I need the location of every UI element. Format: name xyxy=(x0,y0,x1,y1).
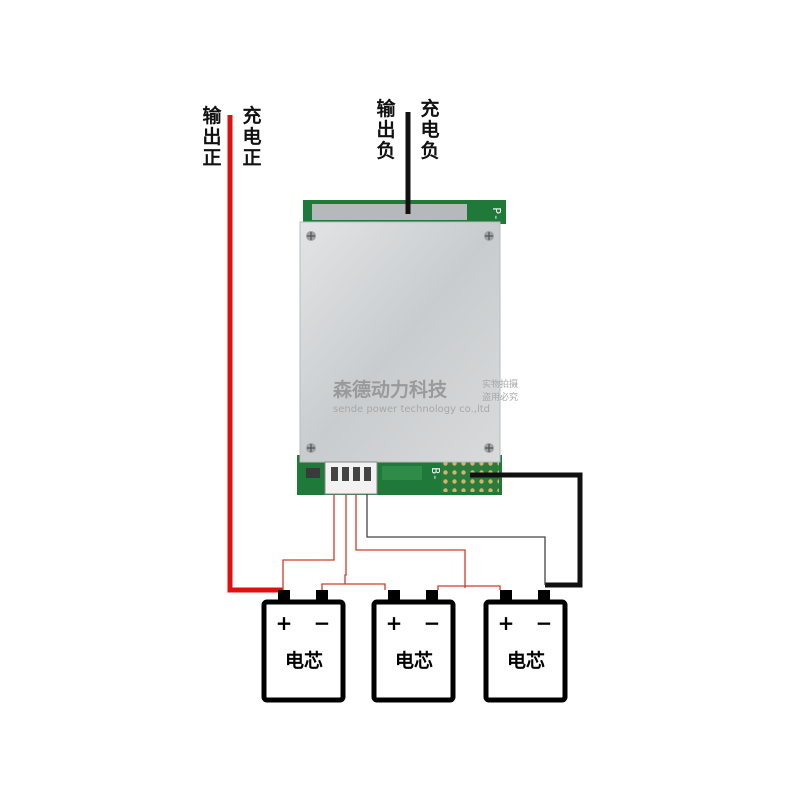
negative-terminal xyxy=(316,590,328,602)
cell-body xyxy=(371,599,456,703)
negative-terminal xyxy=(538,590,550,602)
battery-cell: +− 电芯 xyxy=(371,590,456,703)
battery-cells: +−电芯+−电芯+−电芯 xyxy=(261,590,568,703)
connector-pin xyxy=(331,467,338,481)
charge-positive-label: 充电正 xyxy=(242,104,261,169)
balance-wire-2 xyxy=(344,494,347,584)
positive-terminal xyxy=(278,590,290,602)
screw-icon xyxy=(484,231,494,241)
watermark-side-top: 实物拍摄 xyxy=(482,378,518,390)
positive-main-wire xyxy=(227,115,283,593)
b-minus-marker: B- xyxy=(429,467,442,480)
positive-terminal xyxy=(500,590,512,602)
cell-body xyxy=(261,599,346,703)
output-positive-label: 输出正 xyxy=(202,104,222,169)
minus-sign: − xyxy=(536,611,553,635)
cell-label: 电芯 xyxy=(395,649,433,672)
connector-pin xyxy=(353,467,360,481)
balance-wire-3 xyxy=(355,494,466,588)
watermark-side-bottom: 盗用必究 xyxy=(482,391,518,403)
cell-body xyxy=(483,599,568,703)
watermark-english: sende power technology co.,ltd xyxy=(333,404,490,415)
screw-icon xyxy=(306,231,316,241)
plus-sign: + xyxy=(276,611,293,635)
pcb-component xyxy=(306,468,320,478)
positive-terminal xyxy=(388,590,400,602)
screw-icon xyxy=(484,443,494,453)
connector-pin xyxy=(364,467,371,481)
series-link-2-3 xyxy=(437,585,501,590)
plus-sign: + xyxy=(386,611,403,635)
negative-terminal xyxy=(426,590,438,602)
balance-wire-4 xyxy=(366,494,546,585)
watermark-main: 森德动力科技 xyxy=(333,378,448,401)
battery-cell: +− 电芯 xyxy=(261,590,346,703)
series-link-1-2 xyxy=(321,583,386,590)
minus-sign: − xyxy=(424,611,441,635)
output-negative-label: 输出负 xyxy=(376,97,396,162)
minus-sign: − xyxy=(314,611,331,635)
bms-board: P- B- xyxy=(297,200,506,495)
charge-negative-label: 充电负 xyxy=(420,97,439,162)
heatsink xyxy=(299,221,501,463)
p-minus-marker: P- xyxy=(490,207,503,220)
battery-cell: +− 电芯 xyxy=(483,590,568,703)
pcb-component xyxy=(382,466,422,480)
cell-label: 电芯 xyxy=(285,649,323,672)
connector-pin xyxy=(342,467,349,481)
balance-wire-1 xyxy=(282,494,335,590)
p-terminal-pad xyxy=(312,204,467,220)
cell-label: 电芯 xyxy=(507,649,545,672)
plus-sign: + xyxy=(498,611,515,635)
wire-labels: 输出正 充电正 输出负 充电负 xyxy=(202,97,439,169)
screw-icon xyxy=(306,443,316,453)
b-negative-wire xyxy=(470,472,583,588)
